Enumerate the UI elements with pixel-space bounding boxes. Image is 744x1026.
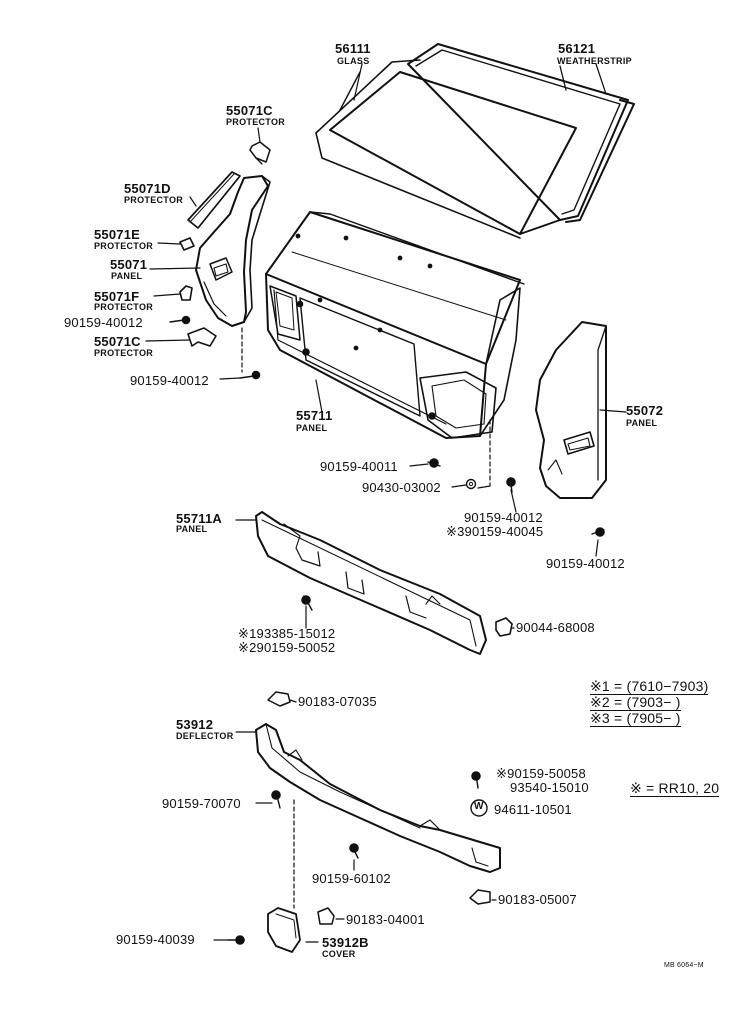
part-number-53912b: 53912B [322, 935, 369, 950]
clip-number-90044-68008: 90044-68008 [516, 620, 595, 635]
bolt-icon [471, 771, 481, 789]
bolt-number-90159-40012-c: 90159-40012 [464, 510, 543, 525]
part-number-55071c-top: 55071C [226, 103, 273, 118]
protector-55071e-part [179, 237, 195, 251]
part-number-55071f: 55071F [94, 289, 140, 304]
lower-panel-55711a-part [255, 511, 487, 655]
bolt-icon [227, 935, 245, 945]
bolt-number-90159-50058: ※90159-50058 [496, 766, 586, 781]
clip-nut-icon [469, 889, 491, 905]
bolt-number-90159-40012-a: 90159-40012 [64, 315, 143, 330]
washer-w-icon [470, 799, 488, 817]
bolt-number-90159-40012-b: 90159-40012 [130, 373, 209, 388]
part-number-55071: 55071 [110, 257, 148, 272]
part-name-55071c-bottom: PROTECTOR [94, 348, 154, 358]
washer-icon [465, 478, 477, 490]
note-model-code: ※ = RR10, 20 [630, 780, 720, 797]
part-name-55711: PANEL [296, 423, 328, 433]
bolt-number-90159-40039: 90159-40039 [116, 932, 195, 947]
note-range-2: ※2 = (7903− ) [590, 694, 681, 711]
clip-90044-68008-part [495, 617, 513, 637]
bolt-icon [591, 527, 605, 537]
clip-nut-icon [317, 907, 335, 925]
part-number-55071c-bottom: 55071C [94, 334, 141, 349]
bolt-icon [349, 843, 359, 859]
part-name-55072: PANEL [626, 418, 658, 428]
part-number-55071d: 55071D [124, 181, 171, 196]
part-number-56111: 56111 [335, 41, 371, 56]
clip-nut-90183-07035-part [267, 691, 291, 707]
bolt-icon [239, 370, 261, 380]
part-name-55711a: PANEL [176, 524, 208, 534]
quarter-panel-55072-part [535, 321, 607, 499]
bolt-icon [301, 595, 313, 611]
clip-number-90183-04001: 90183-04001 [346, 912, 425, 927]
protector-55071c-bottom-part [187, 327, 217, 347]
protector-55071f-part [179, 285, 193, 301]
part-number-56121: 56121 [558, 41, 596, 56]
protector-55071d-part [187, 171, 241, 229]
clip-number-90183-07035: 90183-07035 [298, 694, 377, 709]
bolt-number-193385-15012: ※193385-15012 [238, 626, 336, 641]
part-name-55071: PANEL [111, 271, 143, 281]
bolt-number-90159-70070: 90159-70070 [162, 796, 241, 811]
back-panel-55711-part [265, 211, 525, 439]
bolt-icon [506, 477, 516, 493]
glass-part [315, 59, 577, 239]
clip-number-90183-05007: 90183-05007 [498, 892, 577, 907]
protector-55071c-top-part [249, 141, 271, 165]
bolt-number-90159-40011: 90159-40011 [320, 459, 398, 474]
bolt-icon [271, 790, 281, 809]
part-name-53912b: COVER [322, 949, 356, 959]
weatherstrip-part [407, 43, 635, 235]
washer-w-symbol: W [474, 801, 484, 812]
part-number-55071e: 55071E [94, 227, 141, 242]
deflector-53912-part [255, 723, 501, 873]
bolt-number-93540-15010: 93540-15010 [510, 780, 589, 795]
part-name-55071c-top: PROTECTOR [226, 117, 286, 127]
note-range-3: ※3 = (7905− ) [590, 710, 681, 727]
part-name-55071f: PROTECTOR [94, 302, 154, 312]
part-name-55071e: PROTECTOR [94, 241, 154, 251]
part-number-55711: 55711 [296, 408, 333, 423]
diagram-code: MB 6064−M [664, 962, 704, 969]
part-number-55072: 55072 [626, 403, 664, 418]
cover-53912b-part [267, 907, 301, 953]
bolt-number-390159-40045: ※390159-40045 [446, 524, 544, 539]
part-number-55711a: 55711A [176, 511, 223, 526]
bolt-icon [427, 458, 441, 468]
part-name-55071d: PROTECTOR [124, 195, 184, 205]
washer-number-94611-10501: 94611-10501 [494, 802, 572, 817]
washer-number-90430-03002: 90430-03002 [362, 480, 441, 495]
bolt-number-290159-50052: ※290159-50052 [238, 640, 336, 655]
note-range-1: ※1 = (7610−7903) [590, 678, 709, 695]
part-name-56111: GLASS [337, 56, 370, 66]
bolt-icon [169, 315, 191, 325]
pillar-panel-55071-part [195, 175, 271, 327]
bolt-number-90159-40012-d: 90159-40012 [546, 556, 625, 571]
part-name-53912: DEFLECTOR [176, 731, 234, 741]
part-name-56121: WEATHERSTRIP [557, 56, 632, 66]
part-number-53912: 53912 [176, 717, 214, 732]
bolt-number-90159-60102: 90159-60102 [312, 871, 391, 886]
